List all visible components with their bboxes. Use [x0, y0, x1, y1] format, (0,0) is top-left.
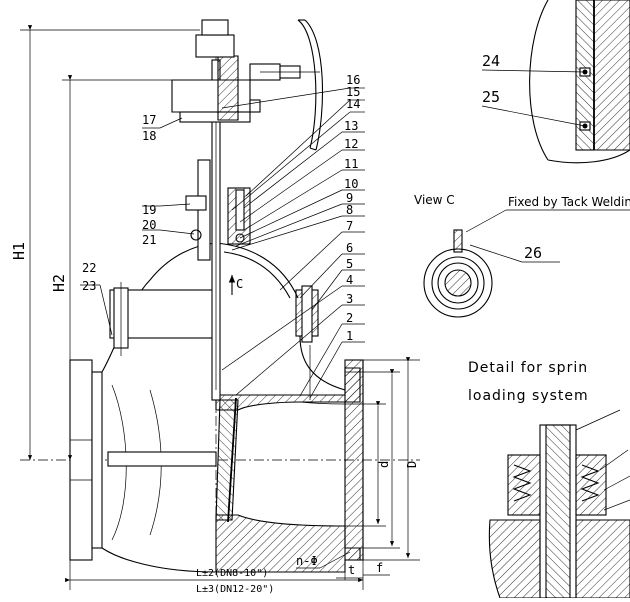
dim-n-phi: n-Φ	[296, 554, 318, 568]
callout-26: 26	[524, 244, 542, 262]
dim-l3: L±3(DN12-20")	[196, 584, 274, 595]
callout-25: 25	[482, 88, 500, 106]
dim-h1: H1	[10, 242, 28, 260]
callout-11: 11	[344, 157, 358, 171]
callout-1: 1	[346, 329, 353, 343]
callout-15: 15	[346, 85, 360, 99]
callout-9: 9	[346, 191, 353, 205]
detail-title-1: Detail for sprin	[468, 360, 588, 376]
detail-title-2: loading system	[468, 388, 589, 404]
callout-16: 16	[346, 73, 360, 87]
dim-h2: H2	[50, 274, 68, 292]
callout-labels: 16 15 14 13 12 11 10 9 8 7 6 5 4 3 2 1 1…	[82, 73, 360, 343]
dim-f: f	[376, 561, 383, 575]
callout-5: 5	[346, 257, 353, 271]
dim-c: C	[236, 277, 243, 291]
dimension-labels: H1 H2 L±2(DN8-10") L±3(DN12-20") n-Φ t f…	[10, 242, 419, 595]
dim-l2: L±2(DN8-10")	[196, 568, 268, 579]
callout-17: 17	[142, 113, 156, 127]
callout-10: 10	[344, 177, 358, 191]
callout-21: 21	[142, 233, 156, 247]
view-c: View C Fixed by Tack Welding 26	[414, 193, 630, 318]
dim-d-small: d	[377, 461, 391, 468]
callout-12: 12	[344, 137, 358, 151]
callout-23: 23	[82, 279, 96, 293]
view-c-label: View C	[414, 193, 455, 207]
dimension-lines	[20, 25, 420, 590]
callout-22: 22	[82, 261, 96, 275]
detail-seal-view: 24 25	[481, 0, 630, 164]
callout-24: 24	[482, 52, 500, 70]
callout-14: 14	[346, 97, 360, 111]
callout-13: 13	[344, 119, 358, 133]
callout-leaders	[80, 87, 365, 399]
main-section-view	[20, 19, 420, 575]
tack-weld-label: Fixed by Tack Welding	[508, 195, 630, 209]
callout-18: 18	[142, 129, 156, 143]
callout-4: 4	[346, 273, 353, 287]
spring-detail: Detail for sprin loading system	[468, 360, 630, 599]
callout-19: 19	[142, 203, 156, 217]
callout-20: 20	[142, 218, 156, 232]
callout-2: 2	[346, 311, 353, 325]
callout-3: 3	[346, 292, 353, 306]
dim-t: t	[348, 563, 355, 577]
callout-6: 6	[346, 241, 353, 255]
callout-8: 8	[346, 203, 353, 217]
callout-7: 7	[346, 219, 353, 233]
dim-d-large: D	[405, 461, 419, 468]
